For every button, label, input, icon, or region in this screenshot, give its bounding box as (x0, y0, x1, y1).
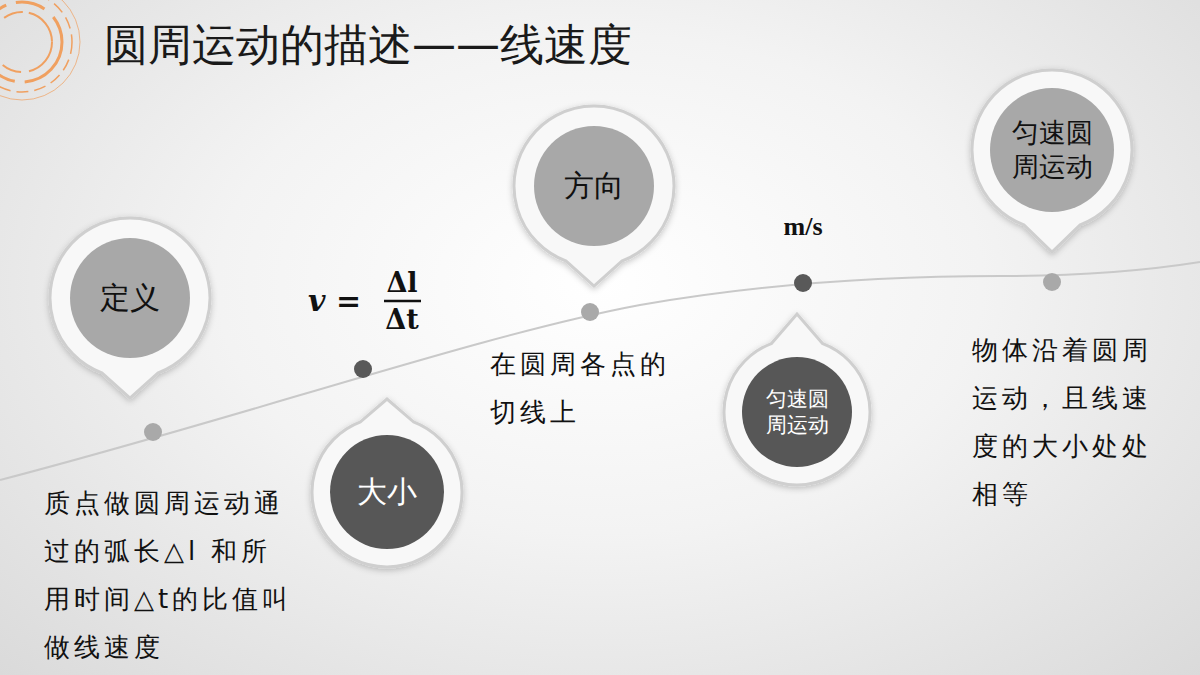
bubble-shape (972, 70, 1132, 230)
ring (0, 0, 80, 100)
timeline-dot (354, 360, 372, 378)
bubble-label: 匀速圆周运动 (1010, 116, 1094, 184)
corner-rings (0, 0, 80, 100)
description-text: 物体沿着圆周运动，且线速度的大小处处相等 (972, 326, 1172, 518)
bubble-core (534, 126, 654, 246)
bubble-label: 匀速圆周运动 (764, 386, 829, 439)
ring (0, 2, 62, 82)
timeline-dot (1043, 273, 1061, 291)
formula-part: v = (308, 283, 361, 319)
bubble-shape (724, 339, 870, 485)
ring (0, 0, 72, 92)
bubble-label: 定义 (100, 279, 160, 317)
bubble-outline (514, 106, 674, 286)
ring (0, 12, 52, 72)
fraction-bar (384, 300, 421, 303)
bubble-core (330, 435, 444, 549)
description-text: 质点做圆周运动通过的弧长△l 和所用时间△t的比值叫做线速度 (44, 479, 299, 671)
callout-bubble: 匀速圆周运动 (724, 339, 870, 485)
callout-bubble: 方向 (514, 106, 674, 266)
bubble-outline (312, 399, 462, 567)
description-text: 在圆周各点的切线上 (490, 340, 685, 436)
bubble-core (990, 88, 1114, 212)
bubble-core (742, 357, 852, 467)
callout-bubble: 匀速圆周运动 (972, 70, 1132, 230)
slide-title: 圆周运动的描述——线速度 (104, 16, 632, 75)
timeline-dot (581, 303, 599, 321)
callout-bubble: 定义 (50, 218, 210, 378)
bubble-outline (50, 218, 210, 398)
bubble-label: 大小 (357, 473, 417, 511)
bubble-core (70, 238, 190, 358)
callout-bubble: 大小 (312, 417, 462, 567)
timeline-dot (794, 274, 812, 292)
bubble-outline (972, 70, 1132, 252)
timeline-dot (144, 423, 162, 441)
formula-part: Δt (385, 304, 418, 336)
unit-label: m/s (784, 211, 823, 242)
bubble-label: 方向 (564, 167, 624, 205)
bubble-outline (724, 314, 870, 485)
formula-part: Δl (386, 267, 417, 299)
